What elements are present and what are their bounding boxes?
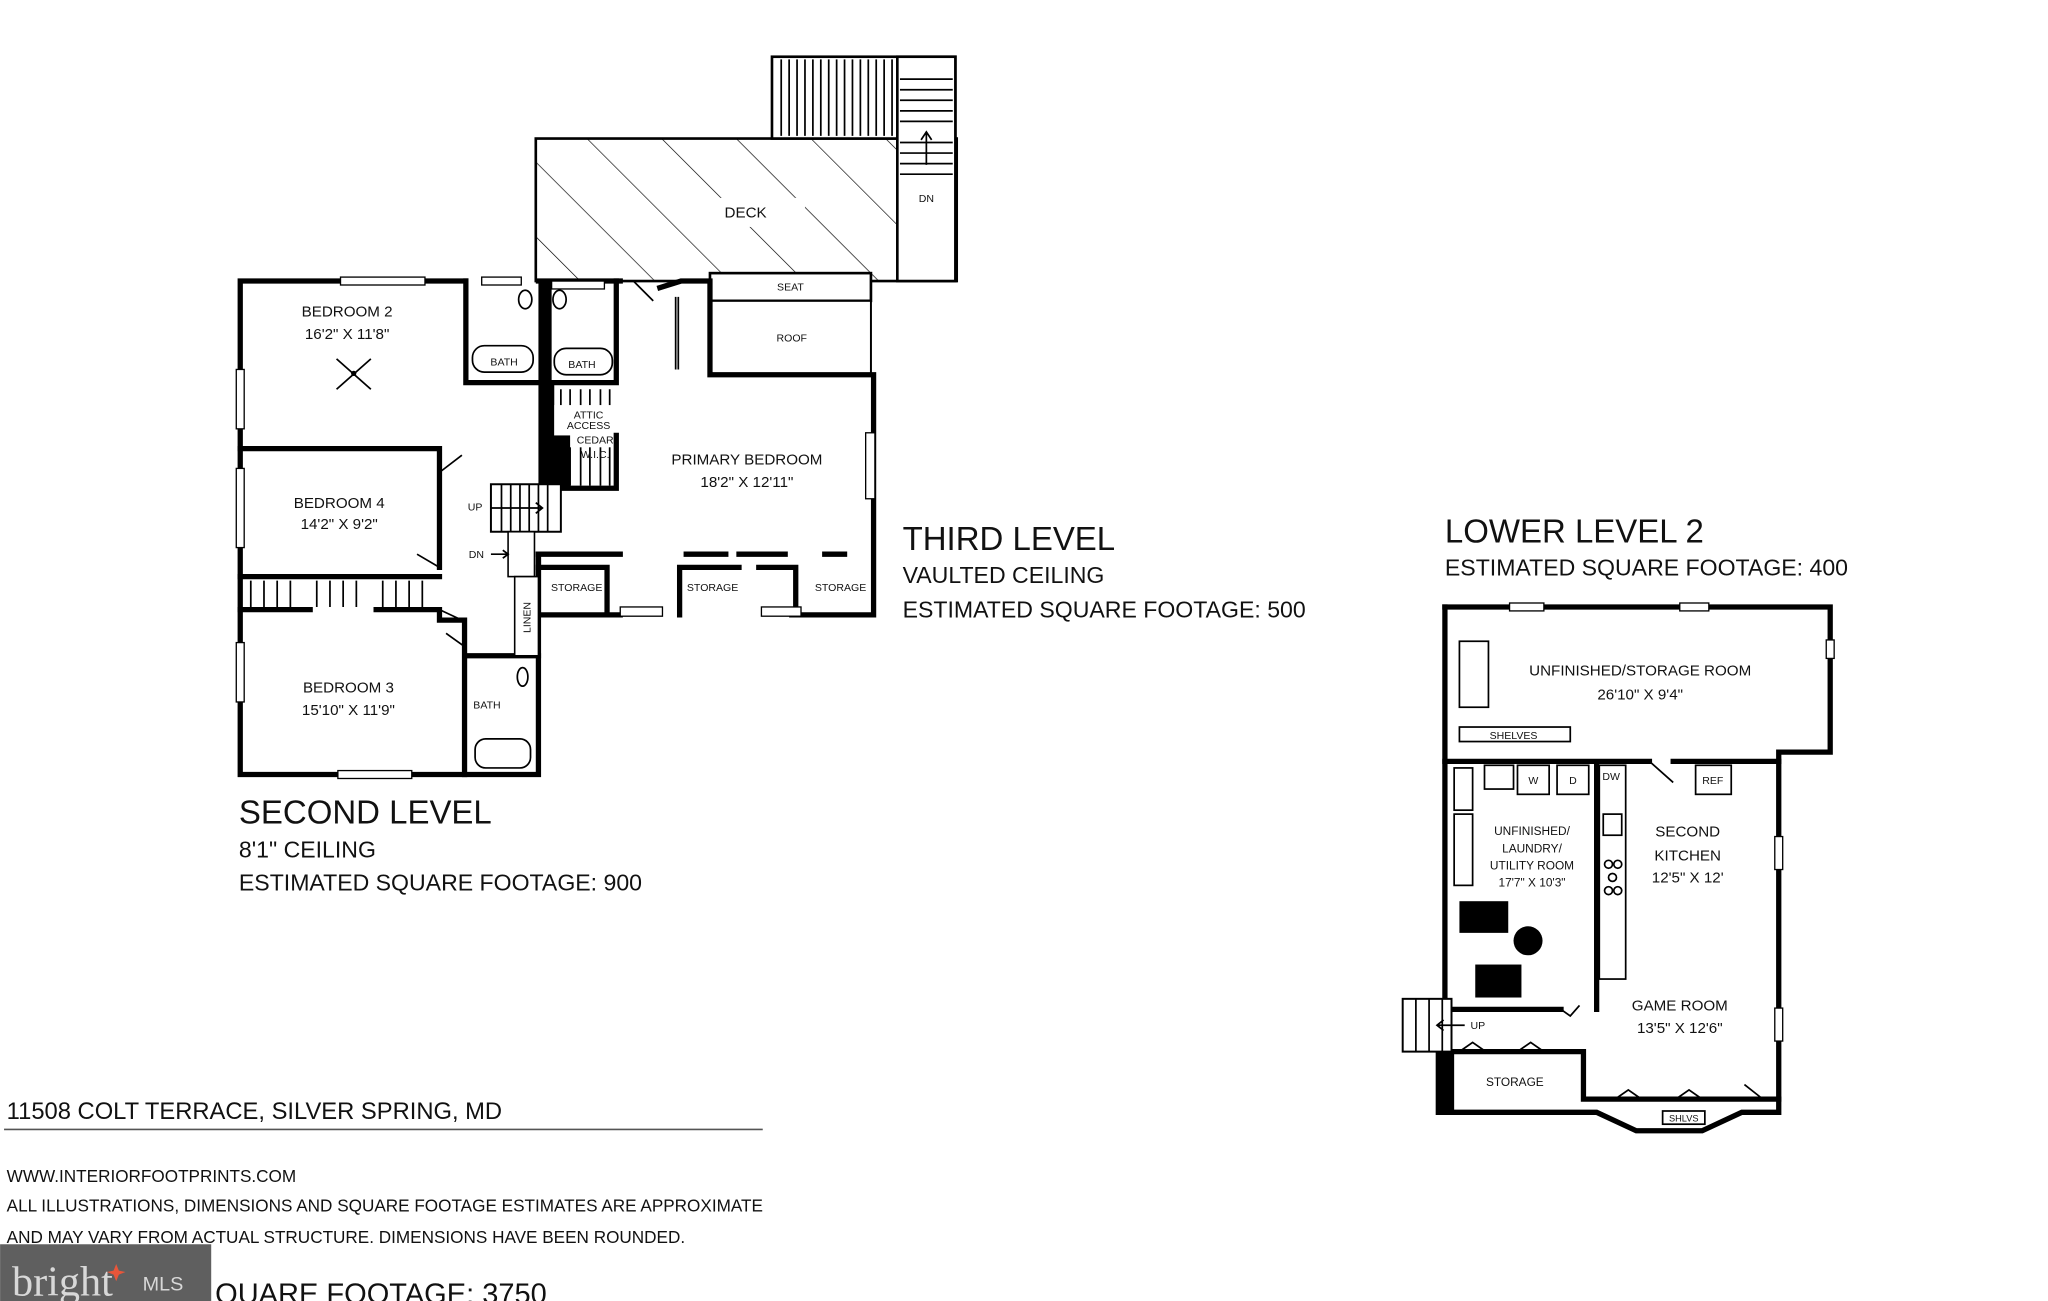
third-level-ceiling: VAULTED CEILING <box>903 562 1105 588</box>
storage-label-3: STORAGE <box>815 582 866 594</box>
third-level-plan: DECK DN SEAT ROOF PRIMARY BEDROOM 18'2" … <box>463 55 959 618</box>
roof <box>708 299 872 376</box>
primary-bedroom-label: PRIMARY BEDROOM <box>671 451 822 468</box>
storage-label-1: STORAGE <box>551 582 602 594</box>
stairs-dn-label: DN <box>919 193 934 205</box>
linen-label: LINEN <box>522 602 534 633</box>
second-level-plan: BEDROOM 2 16'2" X 11'8" BEDROOM 4 14'2" … <box>235 276 562 780</box>
game-room-dim: 13'5" X 12'6" <box>1637 1020 1723 1037</box>
deck-label: DECK <box>725 205 767 222</box>
bedroom4-label: BEDROOM 4 <box>294 495 385 512</box>
wic-label: W.I.C. <box>581 449 610 461</box>
svg-text:MLS: MLS <box>143 1273 184 1295</box>
second-level-title: SECOND LEVEL <box>239 793 492 830</box>
dishwasher-label: DW <box>1602 771 1620 783</box>
shelves-label: SHELVES <box>1490 730 1538 742</box>
stairs-dn-label-second: DN <box>469 549 484 561</box>
bath-label-upper-left: BATH <box>490 356 517 368</box>
third-level-sqft: ESTIMATED SQUARE FOOTAGE: 500 <box>903 597 1306 623</box>
storage-room-dim: 26'10" X 9'4" <box>1597 686 1683 703</box>
bright-mls-logo: bright MLS <box>0 1244 212 1301</box>
svg-text:bright: bright <box>12 1259 113 1301</box>
utility-label-3: UTILITY ROOM <box>1490 859 1574 873</box>
washer-label: W <box>1528 775 1538 787</box>
lower-storage-label: STORAGE <box>1486 1075 1544 1089</box>
lower-stairs-up-label: UP <box>1471 1020 1486 1032</box>
exterior-stairs: DN <box>770 55 957 283</box>
primary-bedroom-dim: 18'2" X 12'11" <box>700 474 793 491</box>
lower-level-2-plan: SHELVES W D DW REF UP UNFINISHED/STORAGE… <box>1401 602 1835 1134</box>
kitchen-dim: 12'5" X 12' <box>1652 870 1724 887</box>
lower-level-2-title: LOWER LEVEL 2 <box>1445 512 1704 549</box>
game-room-label: GAME ROOM <box>1632 998 1728 1015</box>
website: WWW.INTERIORFOOTPRINTS.COM <box>7 1166 296 1186</box>
lower-stairs: UP <box>1401 997 1486 1053</box>
bedroom4-dim: 14'2" X 9'2" <box>301 516 378 533</box>
total-sqft: QUARE FOOTAGE: 3750 <box>215 1279 547 1301</box>
bath-label-lower: BATH <box>473 700 500 712</box>
lower-level-2-sqft: ESTIMATED SQUARE FOOTAGE: 400 <box>1445 554 1848 580</box>
utility-dim: 17'7" X 10'3" <box>1498 876 1565 890</box>
dryer-label: D <box>1569 775 1577 787</box>
interior-stairs: UP DN <box>468 483 562 578</box>
roof-label: ROOF <box>777 333 808 345</box>
attic-label: ATTIC <box>574 409 604 421</box>
ceiling-fan-icon <box>335 358 372 390</box>
disclaimer-line-2: AND MAY VARY FROM ACTUAL STRUCTURE. DIME… <box>7 1227 685 1247</box>
utility-label-1: UNFINISHED/ <box>1494 824 1570 838</box>
kitchen-label-2: KITCHEN <box>1654 847 1721 864</box>
disclaimer-line-1: ALL ILLUSTRATIONS, DIMENSIONS AND SQUARE… <box>7 1195 763 1215</box>
access-label: ACCESS <box>567 420 610 432</box>
bedroom2-dim: 16'2" X 11'8" <box>305 326 390 343</box>
seat-label: SEAT <box>777 281 804 293</box>
storage-room-label: UNFINISHED/STORAGE ROOM <box>1529 663 1751 680</box>
bedroom3-dim: 15'10" X 11'9" <box>302 702 395 719</box>
utility-label-2: LAUNDRY/ <box>1502 841 1562 855</box>
address: 11508 COLT TERRACE, SILVER SPRING, MD <box>7 1098 502 1125</box>
ref-label: REF <box>1702 775 1724 787</box>
third-level-title: THIRD LEVEL <box>903 520 1116 557</box>
bedroom3-label: BEDROOM 3 <box>303 680 394 697</box>
second-level-ceiling: 8'1" CEILING <box>239 837 376 863</box>
second-level-sqft: ESTIMATED SQUARE FOOTAGE: 900 <box>239 870 642 896</box>
cedar-label: CEDAR <box>577 434 614 446</box>
bath-label-upper-right: BATH <box>568 359 595 371</box>
shlvs-label: SHLVS <box>1669 1114 1699 1124</box>
storage-label-2: STORAGE <box>687 582 738 594</box>
bedroom2-label: BEDROOM 2 <box>302 304 393 321</box>
stairs-up-label: UP <box>468 502 483 514</box>
kitchen-label-1: SECOND <box>1655 824 1720 841</box>
